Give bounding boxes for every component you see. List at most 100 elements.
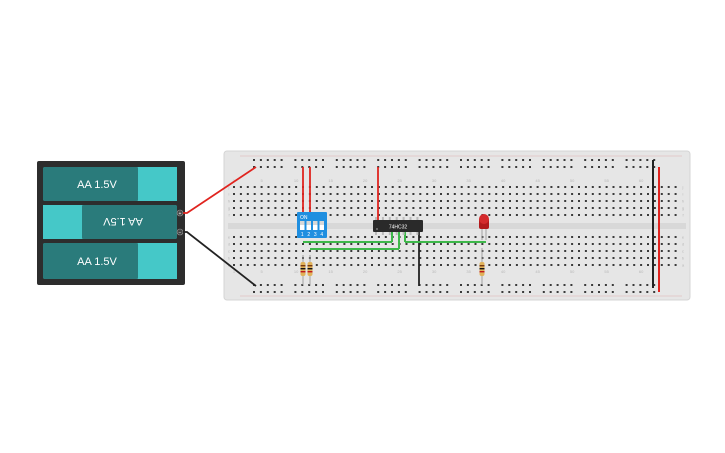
strip-hole[interactable] — [343, 236, 346, 238]
strip-hole[interactable] — [253, 214, 256, 216]
rail-hole[interactable] — [556, 166, 559, 168]
strip-hole[interactable] — [260, 264, 263, 266]
rail-hole[interactable] — [473, 159, 476, 161]
rail-hole[interactable] — [432, 159, 435, 161]
strip-hole[interactable] — [377, 257, 380, 259]
rail-hole[interactable] — [522, 166, 525, 168]
strip-hole[interactable] — [605, 193, 608, 195]
strip-hole[interactable] — [619, 214, 622, 216]
rail-hole[interactable] — [515, 166, 518, 168]
strip-hole[interactable] — [233, 236, 235, 238]
strip-hole[interactable] — [536, 193, 539, 195]
strip-hole[interactable] — [260, 236, 263, 238]
strip-hole[interactable] — [578, 250, 580, 252]
strip-hole[interactable] — [488, 186, 491, 188]
strip-hole[interactable] — [322, 250, 325, 252]
strip-hole[interactable] — [495, 236, 498, 238]
rail-hole[interactable] — [397, 166, 400, 168]
strip-hole[interactable] — [633, 236, 636, 238]
strip-hole[interactable] — [239, 257, 242, 259]
strip-hole[interactable] — [391, 200, 394, 202]
rail-hole[interactable] — [322, 166, 324, 168]
strip-hole[interactable] — [509, 264, 511, 266]
strip-hole[interactable] — [274, 186, 277, 188]
strip-hole[interactable] — [460, 200, 463, 202]
strip-hole[interactable] — [419, 236, 422, 238]
strip-hole[interactable] — [578, 207, 580, 209]
strip-hole[interactable] — [377, 236, 380, 238]
dip-toggle-slot[interactable] — [300, 221, 305, 230]
rail-hole[interactable] — [446, 284, 449, 286]
strip-hole[interactable] — [364, 257, 367, 259]
strip-hole[interactable] — [612, 214, 615, 216]
strip-hole[interactable] — [233, 200, 235, 202]
strip-hole[interactable] — [633, 264, 636, 266]
strip-hole[interactable] — [281, 200, 284, 202]
strip-hole[interactable] — [246, 236, 249, 238]
rail-hole[interactable] — [363, 284, 366, 286]
strip-hole[interactable] — [474, 236, 477, 238]
strip-hole[interactable] — [515, 207, 518, 209]
strip-hole[interactable] — [460, 186, 463, 188]
strip-hole[interactable] — [536, 250, 539, 252]
strip-hole[interactable] — [336, 257, 339, 259]
rail-hole[interactable] — [529, 159, 531, 161]
strip-hole[interactable] — [440, 250, 442, 252]
strip-hole[interactable] — [371, 236, 373, 238]
dip-toggle-slot[interactable] — [319, 221, 325, 230]
rail-hole[interactable] — [253, 291, 255, 293]
strip-hole[interactable] — [522, 250, 525, 252]
strip-hole[interactable] — [674, 193, 677, 195]
strip-hole[interactable] — [578, 257, 580, 259]
strip-hole[interactable] — [488, 243, 491, 245]
rail-hole[interactable] — [425, 291, 428, 293]
strip-hole[interactable] — [598, 207, 601, 209]
strip-hole[interactable] — [591, 186, 594, 188]
strip-hole[interactable] — [384, 264, 387, 266]
strip-hole[interactable] — [253, 200, 256, 202]
rail-hole[interactable] — [563, 291, 566, 293]
rail-hole[interactable] — [273, 284, 276, 286]
strip-hole[interactable] — [343, 250, 346, 252]
rail-hole[interactable] — [549, 166, 552, 168]
strip-hole[interactable] — [398, 186, 401, 188]
strip-hole[interactable] — [481, 200, 484, 202]
strip-hole[interactable] — [246, 243, 249, 245]
strip-hole[interactable] — [522, 214, 525, 216]
strip-hole[interactable] — [626, 200, 629, 202]
strip-hole[interactable] — [371, 250, 373, 252]
rail-hole[interactable] — [356, 291, 359, 293]
strip-hole[interactable] — [384, 214, 387, 216]
strip-hole[interactable] — [550, 200, 553, 202]
rail-hole[interactable] — [584, 166, 587, 168]
strip-hole[interactable] — [612, 207, 615, 209]
rail-hole[interactable] — [508, 166, 511, 168]
rail-hole[interactable] — [404, 159, 407, 161]
strip-hole[interactable] — [660, 236, 663, 238]
strip-hole[interactable] — [502, 186, 505, 188]
strip-hole[interactable] — [357, 236, 360, 238]
rail-hole[interactable] — [466, 166, 469, 168]
strip-hole[interactable] — [543, 236, 546, 238]
strip-hole[interactable] — [481, 243, 484, 245]
strip-hole[interactable] — [322, 193, 325, 195]
strip-hole[interactable] — [433, 214, 436, 216]
rail-hole[interactable] — [342, 166, 345, 168]
rail-hole[interactable] — [508, 159, 511, 161]
strip-hole[interactable] — [288, 257, 291, 259]
rail-hole[interactable] — [515, 291, 518, 293]
strip-hole[interactable] — [674, 264, 677, 266]
strip-hole[interactable] — [295, 257, 298, 259]
rail-hole[interactable] — [487, 284, 490, 286]
strip-hole[interactable] — [308, 243, 311, 245]
rail-hole[interactable] — [363, 166, 366, 168]
rail-hole[interactable] — [439, 284, 442, 286]
rail-hole[interactable] — [384, 284, 387, 286]
strip-hole[interactable] — [550, 236, 553, 238]
rail-hole[interactable] — [446, 291, 449, 293]
strip-hole[interactable] — [274, 214, 277, 216]
strip-hole[interactable] — [308, 250, 311, 252]
rail-hole[interactable] — [604, 284, 607, 286]
strip-hole[interactable] — [640, 257, 643, 259]
strip-hole[interactable] — [233, 193, 235, 195]
